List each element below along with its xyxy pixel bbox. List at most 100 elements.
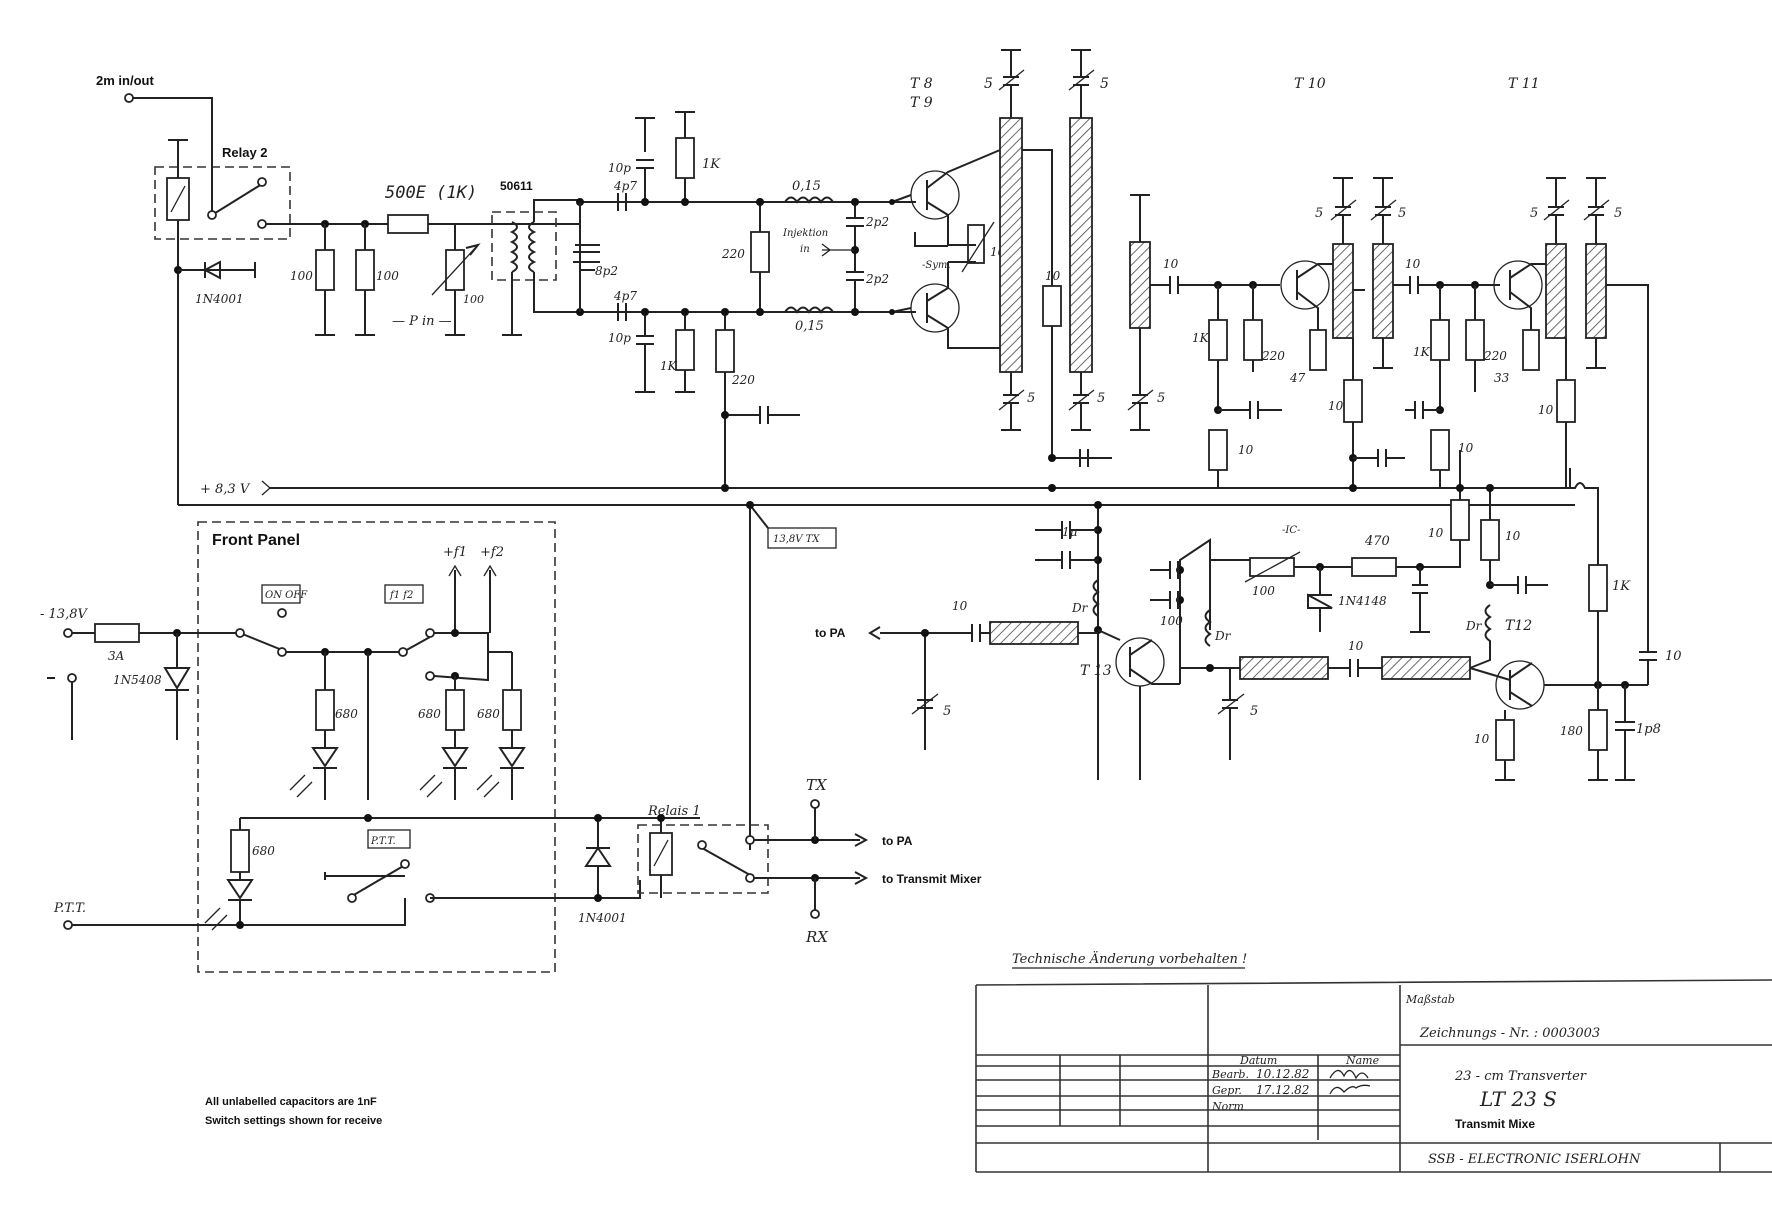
c-2p2-bot-label: 2p2 bbox=[865, 272, 889, 286]
diode-1n5408-label: 1N5408 bbox=[113, 673, 162, 687]
relay-2-label: Relay 2 bbox=[222, 145, 268, 160]
rx-label: RX bbox=[805, 928, 829, 946]
c5-t13b-label: 5 bbox=[1250, 704, 1258, 719]
c-4p7-top-label: 4p7 bbox=[613, 179, 637, 193]
r-10-t11a-label: 10 bbox=[1458, 441, 1474, 455]
balanced-mixer: 8p2 4p7 4p7 10p 10p 1K 1K 220 bbox=[573, 111, 916, 492]
r-10-t12b-label: 10 bbox=[1505, 529, 1521, 543]
c-8p2-label: 8p2 bbox=[595, 264, 618, 278]
c-1u-label: 1μ bbox=[1062, 525, 1078, 539]
name-header: Name bbox=[1345, 1054, 1380, 1067]
dr-b-label: Dr bbox=[1214, 629, 1232, 643]
striplines bbox=[999, 117, 1607, 373]
r-10-t10b-label: 10 bbox=[1328, 399, 1344, 413]
note-top: Technische Änderung vorbehalten ! bbox=[1012, 950, 1247, 967]
t11-label: T 11 bbox=[1508, 76, 1540, 92]
c5-c-label: 5 bbox=[1027, 391, 1035, 406]
c5-t13a-label: 5 bbox=[943, 704, 951, 719]
d-1n4148-label: 1N4148 bbox=[1338, 594, 1387, 608]
title-block: Maßstab Zeichnungs - Nr. : 0003003 Datum… bbox=[975, 979, 1772, 1173]
c-10p-top-label: 10p bbox=[608, 161, 631, 175]
r-10-t11b-label: 10 bbox=[1538, 403, 1554, 417]
t10-label: T 10 bbox=[1294, 76, 1326, 92]
t8-label: T 8 bbox=[910, 76, 933, 92]
r-10-t10a-label: 10 bbox=[1238, 443, 1254, 457]
bearb-label: Bearb. bbox=[1211, 1068, 1249, 1081]
zeichnungs-nr-label: Zeichnungs - Nr. : 0003003 bbox=[1419, 1026, 1600, 1041]
t9-label: T 9 bbox=[910, 95, 933, 111]
plus-f1-label: +f1 bbox=[443, 545, 467, 560]
r-33-label: 33 bbox=[1494, 371, 1510, 385]
v138-label: - 13,8V bbox=[40, 607, 88, 622]
t13-label: T 13 bbox=[1080, 663, 1112, 679]
r-1k-bot-label: 1K bbox=[660, 359, 678, 373]
t8-t9-transistors: T 8 T 9 -Sym. 100 bbox=[910, 76, 1013, 349]
l-015-bot-label: 0,15 bbox=[795, 319, 824, 334]
in-label: in bbox=[800, 244, 810, 255]
bearb-date: 10.12.82 bbox=[1256, 1067, 1309, 1081]
r-470-label: 470 bbox=[1364, 534, 1390, 549]
tx-label: TX bbox=[806, 776, 828, 794]
p-in-label: — P in — bbox=[392, 314, 452, 329]
transformer-50611: 50611 bbox=[491, 179, 581, 336]
c-1p8-label: 1p8 bbox=[1636, 722, 1661, 737]
datum-header: Datum bbox=[1239, 1054, 1277, 1067]
t10-stage: 10 10 1K 220 10 47 T 10 10 bbox=[1022, 76, 1405, 492]
transformer-label: 50611 bbox=[500, 179, 533, 193]
gepr-label: Gepr. bbox=[1212, 1084, 1242, 1097]
r-1k-t12-label: 1K bbox=[1612, 579, 1631, 594]
gepr-date: 17.12.82 bbox=[1256, 1083, 1309, 1097]
r-500e-label: 500Ε (1K) bbox=[385, 183, 477, 203]
massstab-label: Maßstab bbox=[1405, 993, 1455, 1006]
note2: Switch settings shown for receive bbox=[205, 1115, 382, 1127]
injektion-label: Injektion bbox=[782, 228, 828, 239]
note1: All unlabelled capacitors are 1nF bbox=[205, 1096, 377, 1108]
sheet-label: Transmit Mixe bbox=[1455, 1117, 1535, 1131]
r-220-t10-label: 220 bbox=[1261, 349, 1285, 363]
company-label: SSB - ELECTRONIC ISERLOHN bbox=[1428, 1152, 1641, 1167]
t12-label: T12 bbox=[1505, 618, 1532, 634]
r-1k-t11-label: 1K bbox=[1413, 345, 1431, 359]
front-panel: Front Panel - 13,8V 3A 1N5408 ON OFF f1 … bbox=[40, 521, 700, 973]
c-2p2-top-label: 2p2 bbox=[865, 215, 889, 229]
r-100-pot-label: 100 bbox=[1252, 584, 1275, 598]
r-1k-top-label: 1K bbox=[702, 157, 721, 172]
r-1k-t10-label: 1K bbox=[1192, 331, 1210, 345]
r-180-label: 180 bbox=[1560, 724, 1583, 738]
c5-f-label: 5 bbox=[1315, 206, 1323, 221]
c5-h-label: 5 bbox=[1530, 206, 1538, 221]
model-label: LT 23 S bbox=[1479, 1087, 1557, 1111]
relais-1: 1N4001 Relais 1 TX RX to PA to Transmit … bbox=[578, 776, 982, 946]
in-out-label: 2m in/out bbox=[96, 73, 154, 88]
t11-stage: 10 1K 220 10 33 T 11 10 bbox=[1393, 76, 1649, 650]
ic-label: -IC- bbox=[1282, 525, 1301, 536]
r-220-bot-label: 220 bbox=[731, 373, 755, 387]
v83-label: + 8,3 V bbox=[200, 482, 251, 497]
c5-b-label: 5 bbox=[1100, 76, 1109, 92]
r-10-strip-label: 10 bbox=[1045, 269, 1061, 283]
t13-t12-stage: 1μ Dr T 13 to PA 10 5 100 Dr 10 5 bbox=[815, 450, 1682, 781]
c-4p7-bot-label: 4p7 bbox=[613, 289, 637, 303]
ptt-box-label: P.T.T. bbox=[370, 836, 396, 847]
sym-label: -Sym. bbox=[922, 260, 951, 271]
r-100-a-label: 100 bbox=[290, 269, 313, 283]
to-pa-right-label: to PA bbox=[882, 834, 913, 848]
c5-i-label: 5 bbox=[1614, 206, 1622, 221]
to-pa-left-label: to PA bbox=[815, 626, 846, 640]
r-10-t12a-label: 10 bbox=[1428, 526, 1444, 540]
c5-g-label: 5 bbox=[1398, 206, 1406, 221]
r-47-label: 47 bbox=[1289, 371, 1306, 385]
r-220-t11-label: 220 bbox=[1483, 349, 1507, 363]
notes: All unlabelled capacitors are 1nF Switch… bbox=[205, 950, 1247, 1127]
front-panel-label: Front Panel bbox=[212, 532, 300, 549]
r-680-c-label: 680 bbox=[477, 707, 500, 721]
c5-e-label: 5 bbox=[1157, 391, 1165, 406]
c5-d-label: 5 bbox=[1097, 391, 1105, 406]
supply-labels: + 8,3 V 13,8V TX bbox=[200, 480, 837, 549]
fuse-label: 3A bbox=[108, 649, 125, 663]
c5-a-label: 5 bbox=[984, 76, 993, 92]
r-100-b-label: 100 bbox=[376, 269, 399, 283]
c-100-label: 100 bbox=[1160, 614, 1183, 628]
signature-marks bbox=[1329, 1069, 1371, 1095]
desc-label: 23 - cm Transverter bbox=[1454, 1069, 1587, 1084]
